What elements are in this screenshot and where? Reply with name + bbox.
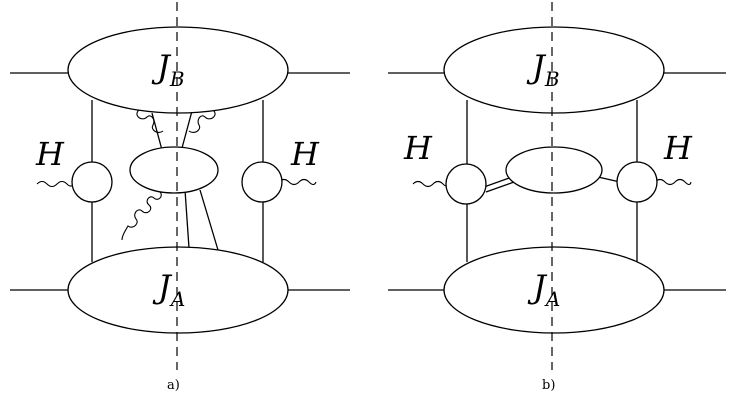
panel-a-higgs-line-right [278,178,317,186]
panel-a-central-blob [129,146,219,194]
panel-b-higgs-line-right [654,178,692,186]
panel-a-left-vertex-label: H [35,135,65,173]
panel-b-jet-b-label: JB [526,48,560,91]
panel-b-right-vertex-label: H [663,129,693,167]
panel-b-caption: b) [542,378,555,393]
panel-b-double-line-left-2 [485,181,515,193]
panel-a-quark-line-2 [181,110,193,149]
panel-a-caption: a) [167,378,180,393]
panel-b-higgs-line-left [412,180,450,188]
panel-b-left-vertex-label: H [403,129,433,167]
panel-b-double-line-right [597,176,621,183]
panel-b-right-vertex [616,161,658,203]
panel-a-quark-line-4 [199,189,219,251]
panel-a-jet-b-label: JB [151,48,185,91]
panel-a-right-vertex [241,161,283,203]
panel-a-jet-b [67,26,289,114]
panel-b-left-vertex [445,163,487,205]
panel-a-higgs-line-left [36,180,75,188]
panel-a-left-vertex [71,161,113,203]
panel-a-right-vertex-label: H [290,135,320,173]
panel-b: JB JA H H b) [388,2,726,393]
panel-b-double-line-left-1 [483,176,513,188]
panel-a-gluon-lower-left [121,191,162,241]
panel-b-jet-a [443,246,665,334]
panel-b-central-blob [505,146,603,194]
panel-a-jet-a-label: JA [152,268,185,311]
panel-b-jet-b [443,26,665,114]
panel-a: JB JA H H a) [10,2,350,393]
panel-a-quark-line-3 [184,189,190,249]
panel-a-jet-a [67,246,289,334]
panel-b-jet-a-label: JA [527,268,560,311]
